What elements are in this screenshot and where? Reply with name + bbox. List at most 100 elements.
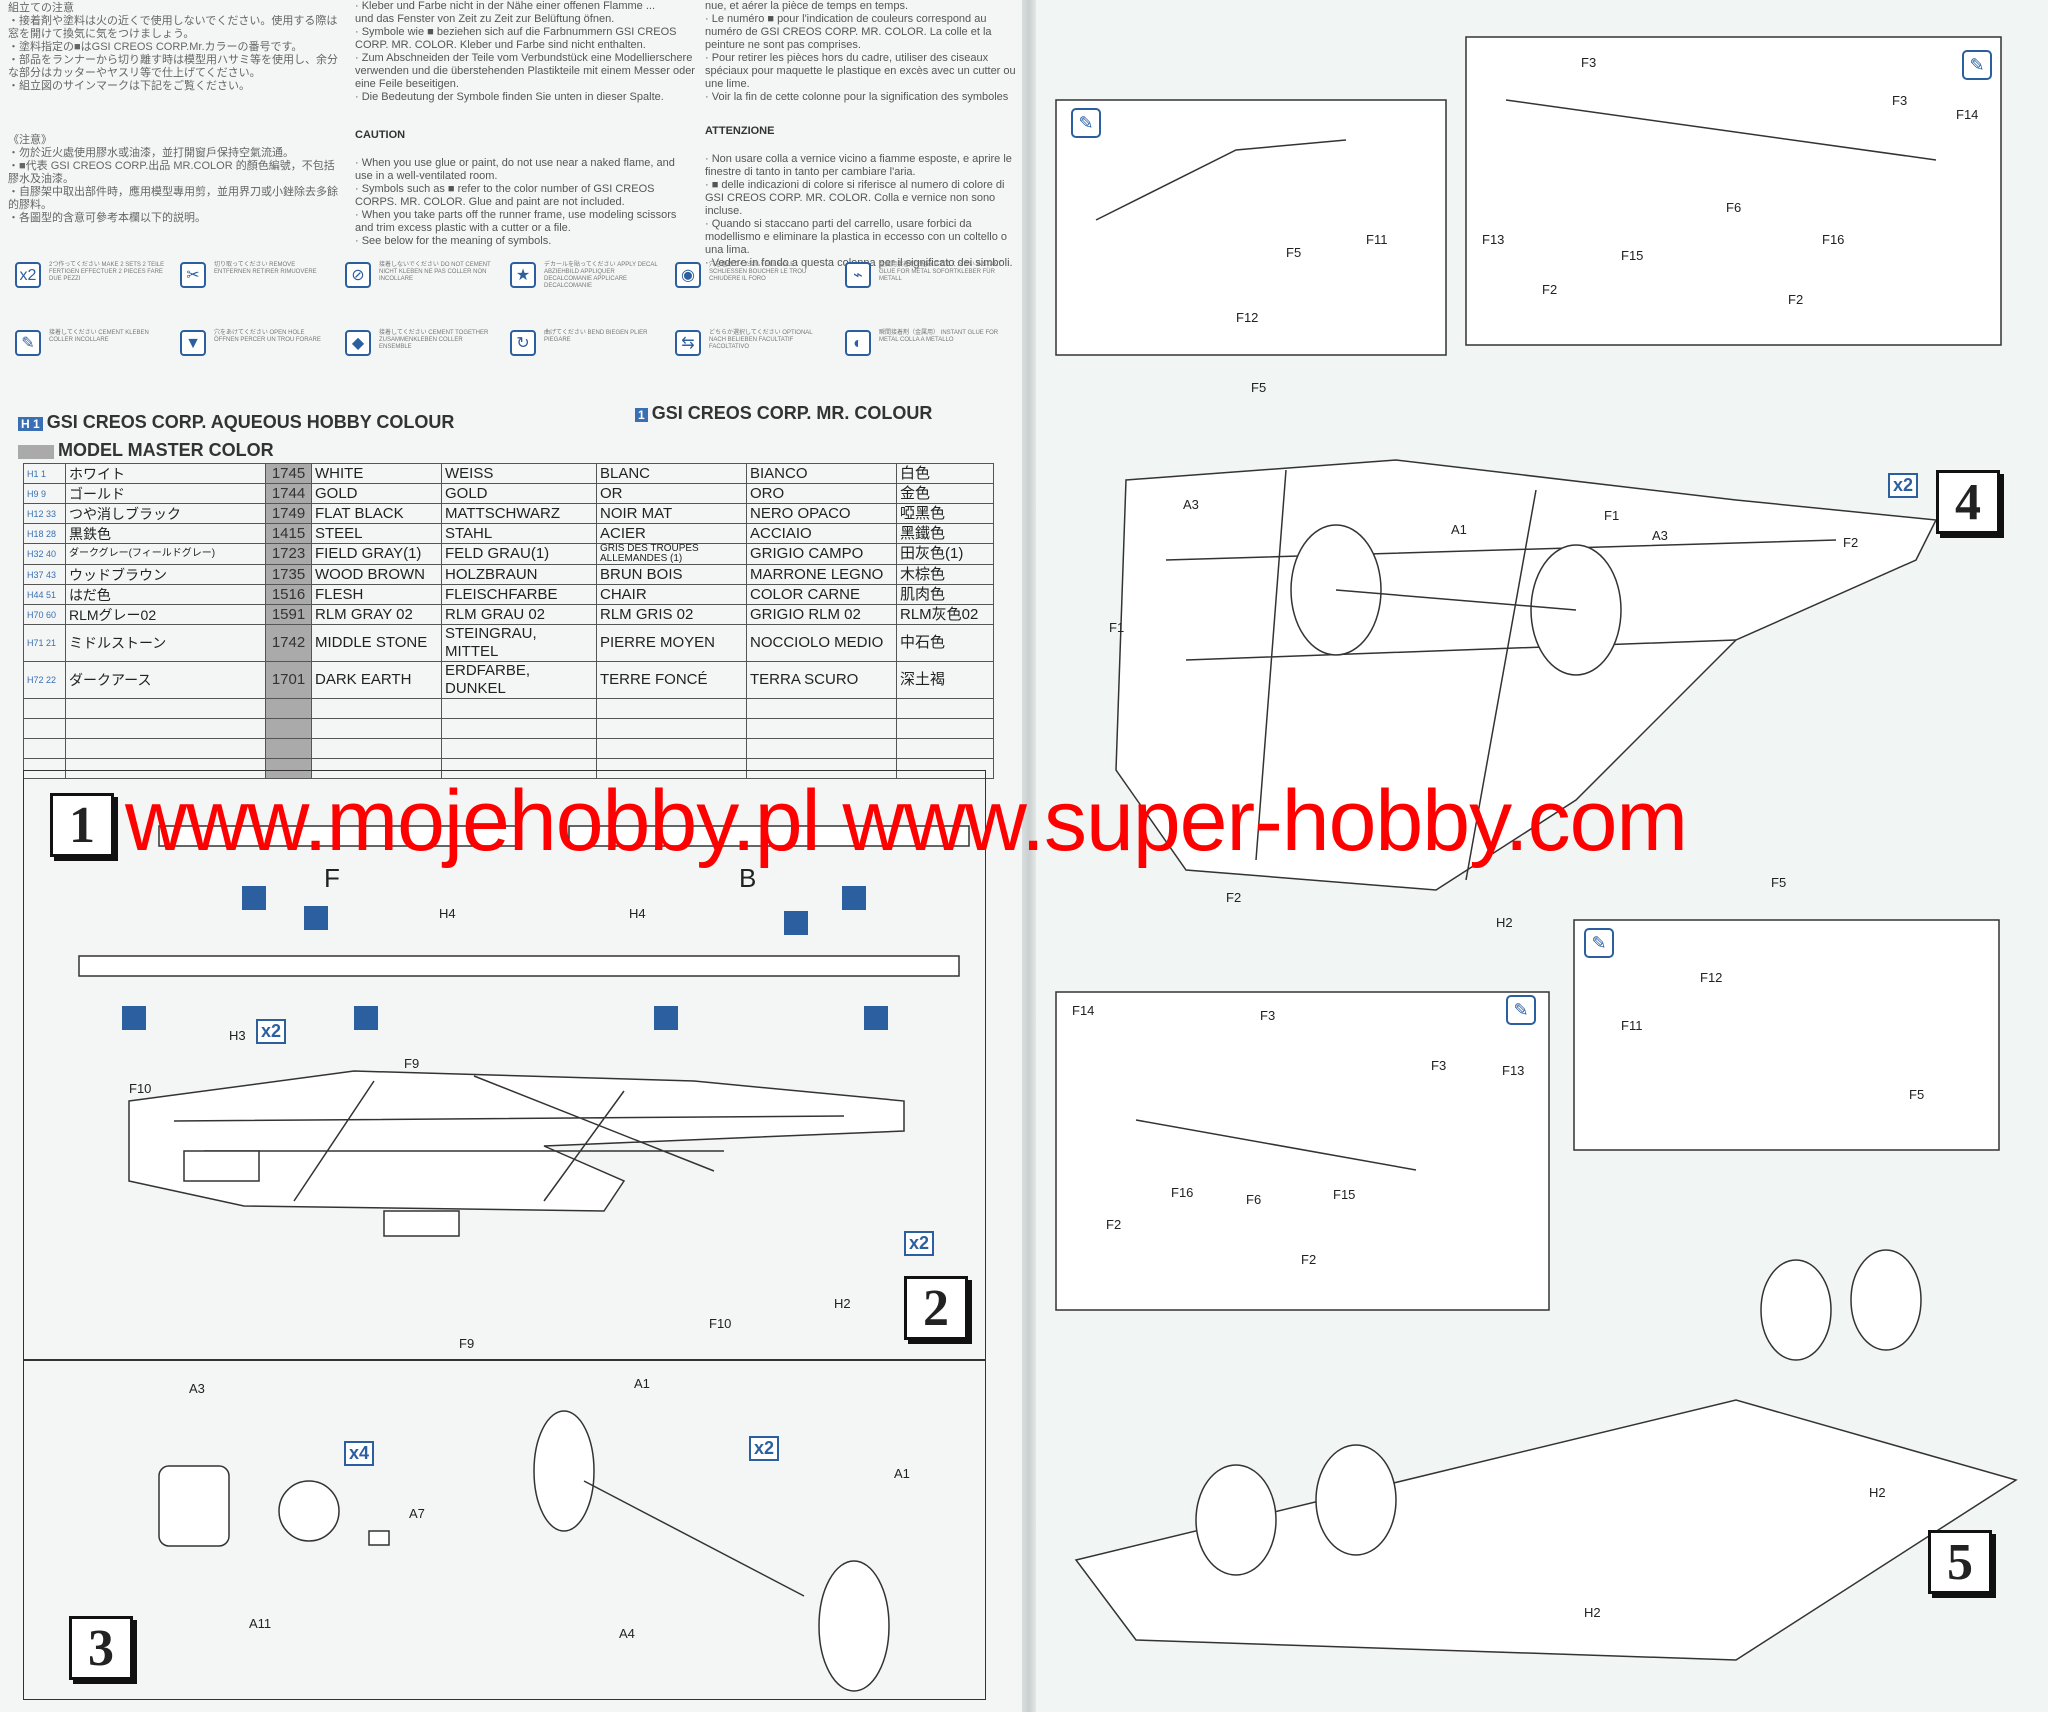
part-label: F9 [459,1336,475,1351]
color-mm-cell [265,738,312,759]
part-label: F10 [129,1081,152,1096]
cement-icon: ✎ [1506,995,1536,1025]
color-de-cell: MATTSCHWARZ [441,503,597,524]
color-de-cell [441,698,597,719]
part-label: F6 [1726,200,1742,215]
color-jp-cell: 黒鉄色 [65,523,266,544]
part-label: F11 [1366,232,1388,247]
part-label: F15 [1621,248,1644,263]
notes-english: CAUTION · When you use glue or paint, do… [355,116,695,248]
color-jp-cell [65,718,266,739]
color-de-cell: STAHL [441,523,597,544]
color-ja-cell: 木棕色 [896,564,994,585]
color-ja-cell: 中石色 [896,624,994,662]
color-fr-cell: TERRE FONCÉ [596,661,747,699]
color-it-cell: GRIGIO CAMPO [746,543,897,565]
part-label: F2 [1301,1252,1317,1267]
multiply-badge: x4 [344,1441,375,1466]
part-label: F16 [1171,1185,1194,1200]
color-mm-cell: 1415 [265,523,312,544]
x2-icon: x2 [15,262,41,288]
color-it-cell: GRIGIO RLM 02 [746,604,897,625]
notes-french: nue, et aérer la pièce de temps en temps… [705,0,1016,103]
color-code-cell: H44 51 [23,584,66,605]
part-label: F2 [1226,890,1242,905]
step-5-number: 5 [1928,1530,1992,1594]
part-label: F [324,863,340,893]
color-code-cell [23,738,66,759]
symbol-cement: ✎接着してください CEMENT KLEBEN COLLER INCOLLARE [15,330,165,356]
multiply-badge: x2 [749,1436,780,1461]
color-jp-cell: ウッドブラウン [65,564,266,585]
color-mm-cell: 1749 [265,503,312,524]
bend-icon: ↻ [510,330,536,356]
part-label: F15 [1333,1187,1356,1202]
part-label: F11 [1621,1018,1643,1033]
no-cement-icon: ⊘ [345,262,371,288]
color-ja-cell: 田灰色(1) [896,543,994,565]
color-fr-cell [596,718,747,739]
color-code-cell: H32 40 [23,543,66,565]
color-en-cell: FIELD GRAY(1) [311,543,442,565]
color-code-cell [23,718,66,739]
step-1-2-panel: 1 F B H4 H4 H3 x2 F10 F9 F10 H2 F9 x2 2 [23,770,986,1360]
glue-tube-icon: ✎ [15,330,41,356]
part-label: A7 [409,1506,425,1521]
part-label: F13 [1502,1063,1525,1078]
step-4-number: 4 [1936,470,2000,534]
symbol-fill-hole: ◉穴を埋めてください FILL HOLE SCHLIESSEN BOUCHER … [675,262,825,288]
color-mm-cell: 1723 [265,543,312,565]
symbol-instant-glue: ⌁金属用接着剤で組み立ててください INSTANT GLUE FOR METAL… [845,262,1010,288]
cement-icon: ✎ [1962,50,1992,80]
part-label: F5 [1251,380,1267,395]
mr-badge: 1 [635,408,648,422]
remove-icon: ✂ [180,262,206,288]
color-en-cell: MIDDLE STONE [311,624,442,662]
color-en-cell: STEEL [311,523,442,544]
caution-heading: CAUTION [355,129,406,141]
part-label: A1 [1451,522,1467,537]
caution-text: · When you use glue or paint, do not use… [355,157,677,247]
step-3-number: 3 [69,1616,133,1680]
part-label: A4 [619,1626,635,1641]
symbol-remove: ✂切り取ってください REMOVE ENTFERNEN RETIRER RIMU… [180,262,330,288]
part-label: A11 [249,1616,272,1631]
step-4-5-drawing [1055,36,2018,1661]
color-en-cell [311,718,442,739]
color-fr-cell [596,698,747,719]
color-en-cell [311,738,442,759]
color-jp-cell: ホワイト [65,463,266,484]
notes-italian: ATTENZIONE · Non usare colla a vernice v… [705,112,1017,270]
color-jp-cell [65,738,266,759]
aqueous-badge: H 1 [18,417,43,431]
color-fr-cell: GRIS DES TROUPES ALLEMANDES (1) [596,543,747,565]
notes-chinese: 《注意》 ・勿於近火處使用膠水或油漆，並打開窗戶保持空氣流通。 ・■代表 GSI… [8,134,338,224]
attenzione-heading: ATTENZIONE [705,125,775,137]
color-code-cell: H37 43 [23,564,66,585]
color-de-cell: RLM GRAU 02 [441,604,597,625]
page-fold [1022,0,1036,1712]
multiply-badge: x2 [256,1019,287,1044]
symbol-optional: ⇆どちらか選択してください OPTIONAL NACH BELIEBEN FAC… [675,330,825,356]
part-label: F1 [1109,620,1125,635]
optional-icon: ⇆ [675,330,701,356]
cement-icon: ✎ [1071,108,1101,138]
part-label: A1 [634,1376,650,1391]
color-table-row [23,718,994,739]
part-label: B [739,863,757,893]
symbol-cement-together: ◆接着してください CEMENT TOGETHER ZUSAMMENKLEBEN… [345,330,495,356]
color-jp-cell: はだ色 [65,584,266,605]
color-ja-cell: 黑鐵色 [896,523,994,544]
color-en-cell: DARK EARTH [311,661,442,699]
part-label: F14 [1956,107,1979,122]
